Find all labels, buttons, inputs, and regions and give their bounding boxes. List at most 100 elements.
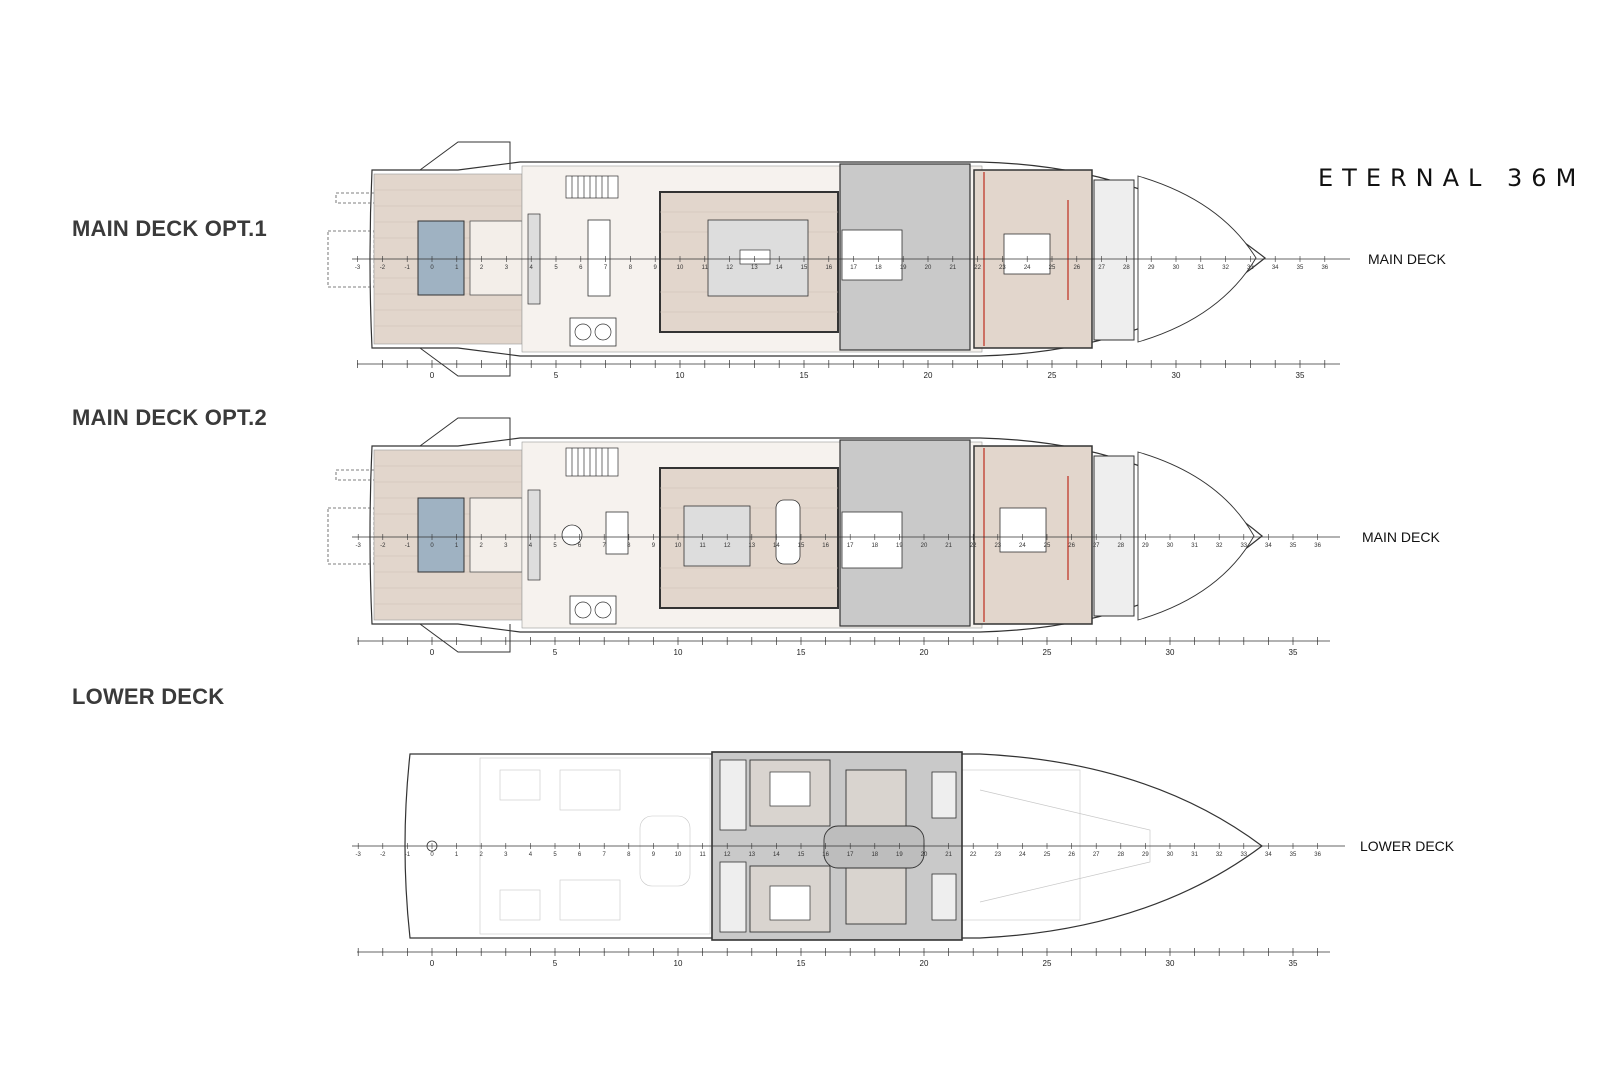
deck-cooler	[569, 317, 617, 347]
frame-number: 28	[1117, 543, 1124, 549]
frame-number: 32	[1216, 543, 1223, 549]
frame-number: 20	[925, 265, 932, 271]
aft-dining-table	[587, 219, 611, 297]
frame-number: 6	[578, 852, 582, 858]
frame-number: 19	[896, 543, 903, 549]
ruler-label: 5	[553, 959, 558, 968]
master-bed	[999, 507, 1047, 553]
frame-number: 21	[945, 852, 952, 858]
sunpad	[469, 220, 523, 296]
bath-port	[719, 759, 747, 831]
frame-number: 23	[994, 543, 1001, 549]
frame-number: 17	[847, 543, 854, 549]
ruler-label: 5	[554, 371, 559, 380]
frame-number: 12	[724, 852, 731, 858]
main-deck-opt1-plan	[327, 141, 1350, 377]
frame-number: 31	[1197, 265, 1204, 271]
ruler-label: 10	[674, 648, 683, 657]
frame-number: 14	[776, 265, 783, 271]
frame-number: 14	[773, 543, 780, 549]
frame-number: 27	[1093, 852, 1100, 858]
frame-number: -2	[380, 543, 386, 549]
frame-number: 26	[1068, 852, 1075, 858]
aft-dashed-outline-2	[335, 469, 377, 481]
frame-number: 22	[974, 265, 981, 271]
sunpad	[469, 497, 523, 573]
frame-number: 17	[847, 852, 854, 858]
aft-overhang	[419, 417, 511, 653]
forward-bath	[1093, 455, 1135, 617]
saloon-sofa	[683, 505, 751, 567]
master-bed	[1003, 233, 1051, 275]
frame-number: 32	[1222, 265, 1229, 271]
frame-number: 28	[1123, 265, 1130, 271]
frame-number: 25	[1044, 852, 1051, 858]
frame-number: 12	[726, 265, 733, 271]
aft-dashed-outline-2	[335, 192, 377, 204]
frame-number: 18	[871, 543, 878, 549]
ruler-label: 15	[800, 371, 809, 380]
frame-number: 27	[1093, 543, 1100, 549]
main-deck-opt2-plan	[327, 417, 1340, 653]
frame-number: 19	[900, 265, 907, 271]
frame-number: 7	[604, 265, 608, 271]
frame-number: 35	[1290, 543, 1297, 549]
frame-number: 9	[654, 265, 658, 271]
ruler-label: 35	[1296, 371, 1305, 380]
frame-number: 16	[822, 852, 829, 858]
frame-number: 34	[1272, 265, 1279, 271]
frame-number: 9	[652, 543, 656, 549]
main-deck-opt1-title: MAIN DECK OPT.1	[72, 216, 267, 241]
frame-number: 13	[748, 852, 755, 858]
frame-number: 33	[1240, 852, 1247, 858]
cabin-bed-port	[769, 771, 811, 807]
ruler-label: 15	[797, 648, 806, 657]
frame-number: 35	[1290, 852, 1297, 858]
ruler-label: 30	[1166, 959, 1175, 968]
frame-number: 13	[751, 265, 758, 271]
frame-number: 8	[629, 265, 633, 271]
ruler-label: 25	[1043, 648, 1052, 657]
pool	[417, 220, 465, 296]
lower-deck-plan	[352, 751, 1345, 953]
stair-service	[841, 229, 903, 281]
frame-number: 6	[579, 265, 583, 271]
frame-number: 7	[603, 543, 607, 549]
frame-number: 23	[999, 265, 1006, 271]
frame-number: 16	[825, 265, 832, 271]
frame-number: 5	[553, 852, 557, 858]
ruler-label: 30	[1166, 648, 1175, 657]
frame-number: -3	[356, 543, 362, 549]
frame-number: 3	[505, 265, 509, 271]
frame-number: -1	[405, 852, 411, 858]
pool	[417, 497, 465, 573]
frame-number: 26	[1068, 543, 1075, 549]
frame-number: 23	[994, 852, 1001, 858]
stairs-upper	[565, 447, 619, 477]
frame-number: 33	[1247, 265, 1254, 271]
frame-number: 15	[801, 265, 808, 271]
frame-number: 25	[1049, 265, 1056, 271]
lower-deck-title: LOWER DECK	[72, 684, 225, 709]
frame-number: 34	[1265, 852, 1272, 858]
lower-deck-axis-label: LOWER DECK	[1360, 838, 1455, 854]
frame-number: -1	[405, 543, 411, 549]
ruler-label: 35	[1289, 959, 1298, 968]
frame-number: 33	[1240, 543, 1247, 549]
cabin-bed-starboard	[769, 885, 811, 921]
frame-number: 31	[1191, 852, 1198, 858]
frame-number: 15	[798, 852, 805, 858]
frame-number: 6	[578, 543, 582, 549]
ruler-label: 35	[1289, 648, 1298, 657]
frame-number: 2	[480, 265, 484, 271]
frame-number: 18	[871, 852, 878, 858]
frame-number: 14	[773, 852, 780, 858]
bow-deck	[1137, 451, 1255, 621]
twin-cabin-starboard	[845, 867, 907, 925]
forward-bath	[1093, 179, 1135, 341]
